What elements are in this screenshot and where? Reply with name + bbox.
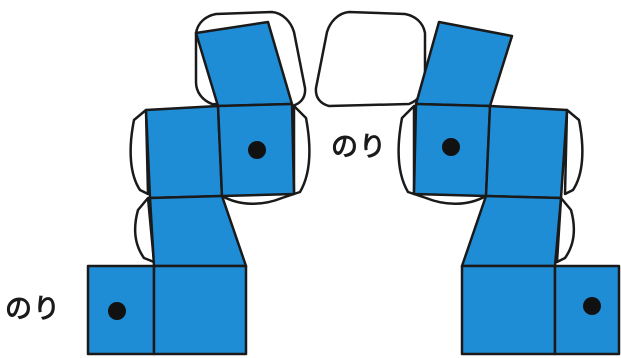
left-net-tab-middle <box>133 196 156 264</box>
right-net-dot-lower <box>583 297 601 315</box>
left-net-tab-right <box>292 104 311 196</box>
left-net-dot-upper <box>248 141 266 159</box>
left-net-face-upper-left <box>144 104 224 200</box>
right-net-face-bottom-left <box>460 264 557 356</box>
right-net-tab-top <box>314 10 427 108</box>
right-net-dot-upper <box>442 138 460 156</box>
right-net <box>314 10 621 356</box>
left-net-face-bottom-right <box>152 264 248 356</box>
left-net-dot-lower <box>108 302 126 320</box>
right-net-face-top <box>414 20 514 108</box>
left-net-tab-left <box>129 108 150 196</box>
right-net-tab-middle <box>555 196 576 264</box>
glue-label-right: のり <box>331 132 387 163</box>
right-net-tab-left <box>397 104 416 196</box>
right-net-face-middle <box>460 194 563 268</box>
left-net-face-middle <box>148 194 248 268</box>
right-net-face-upper-right <box>484 104 569 200</box>
right-net-tab-right <box>563 108 584 196</box>
glue-label-left: のり <box>5 294 61 325</box>
left-net <box>86 10 311 356</box>
